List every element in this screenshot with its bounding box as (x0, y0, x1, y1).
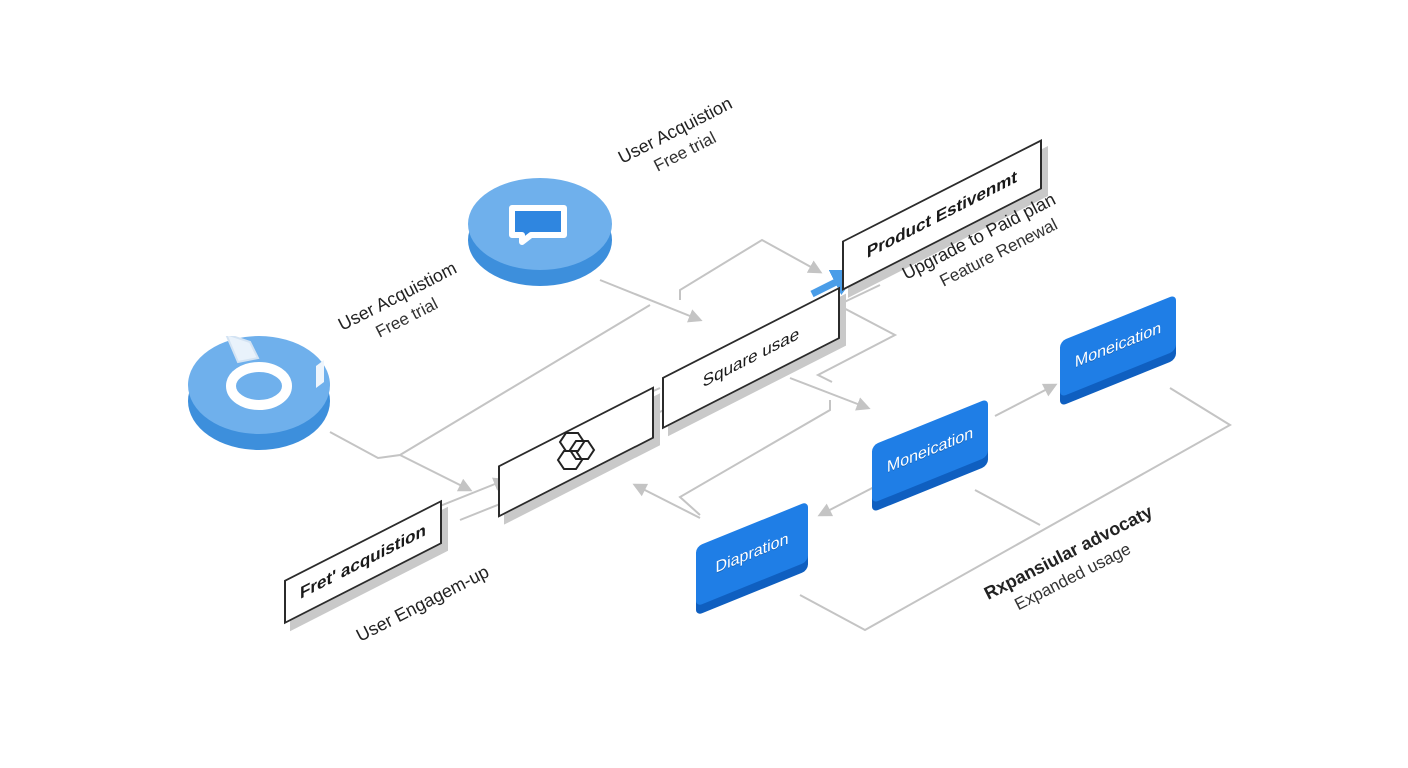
connector-usage-product (679, 238, 823, 300)
connector-mid-advocacy (974, 489, 1041, 526)
connector-disc-hub (329, 304, 651, 460)
connector-mid-diapration (817, 484, 879, 517)
hub-box[interactable] (498, 386, 654, 518)
chat-bubble-icon (509, 205, 567, 245)
connector-top-disc-usage (599, 279, 703, 323)
connector-diapration-hub-arrow (632, 483, 701, 519)
connector-diapration-hub (678, 400, 831, 516)
ring-icon (225, 336, 324, 410)
left-disc (188, 336, 330, 434)
stacked-hexagons-icon (556, 432, 596, 470)
top-disc (468, 178, 612, 270)
connector-product-right (815, 284, 898, 383)
diapration-label: Diapration (715, 530, 789, 577)
connector-bottom-loop (799, 387, 1232, 632)
connector-usage-monetization (789, 377, 871, 411)
connector-left-disc-hub (399, 454, 473, 492)
connector-mid-upper (994, 383, 1058, 417)
connector-acquisition-hub (429, 477, 508, 511)
